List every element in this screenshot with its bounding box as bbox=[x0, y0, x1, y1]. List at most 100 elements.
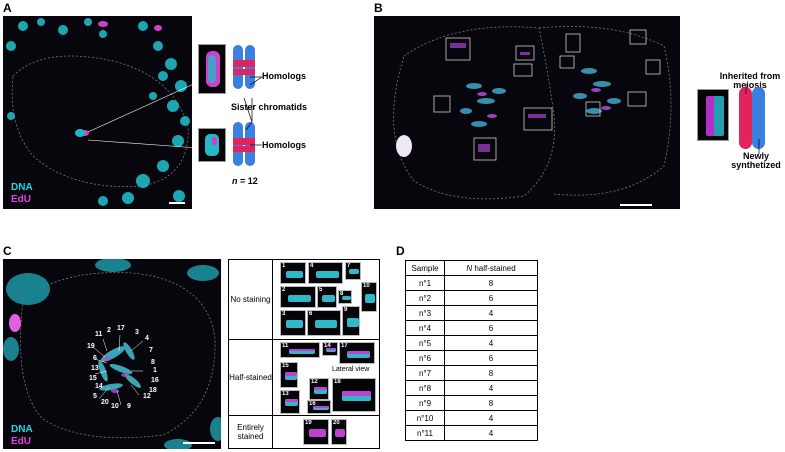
chromosome-number: 10 bbox=[111, 403, 119, 410]
chromosome-shape bbox=[326, 348, 336, 352]
sample-cell: n°7 bbox=[405, 365, 445, 381]
thumb-number: 6 bbox=[309, 311, 313, 317]
sample-cell: n°4 bbox=[405, 320, 445, 336]
thumb-number: 19 bbox=[305, 420, 312, 426]
panel-b-chromosomes-graphic bbox=[393, 26, 672, 200]
inherited-label: Inherited from meiosis bbox=[719, 71, 781, 91]
panel-c-cell-graphic bbox=[3, 259, 221, 449]
chromosome-number: 19 bbox=[87, 343, 95, 350]
header-n-symbol: N bbox=[466, 263, 473, 273]
n-half-stained-cell: 6 bbox=[444, 290, 538, 306]
thumb-number: 4 bbox=[310, 263, 314, 269]
chromosome-shape bbox=[285, 372, 297, 380]
sample-cell: n°5 bbox=[405, 335, 445, 351]
edu-stain-shape bbox=[313, 406, 329, 408]
chromosome-thumb: 7 bbox=[345, 262, 361, 280]
chromosome-shape bbox=[309, 429, 326, 437]
chromosome-thumb: 14 bbox=[322, 342, 338, 356]
sample-cell: n°1 bbox=[405, 275, 445, 291]
chromosome-number: 4 bbox=[145, 335, 149, 342]
scale-bar-a bbox=[169, 202, 185, 204]
chromosome-number: 17 bbox=[117, 325, 125, 332]
sample-cell: n°2 bbox=[405, 290, 445, 306]
homologs-label-bottom: Homologs bbox=[262, 140, 306, 150]
chromosome-thumb: 20 bbox=[331, 419, 347, 445]
chromosome-number: 12 bbox=[143, 393, 151, 400]
inset-a-top bbox=[198, 44, 226, 94]
edu-label-c: EdU bbox=[11, 436, 31, 447]
chromosome-shape bbox=[289, 349, 315, 354]
chromosome-number: 8 bbox=[151, 359, 155, 366]
panel-letter-d: D bbox=[396, 244, 405, 258]
panel-a-cells-graphic bbox=[6, 18, 190, 206]
panel-a-inset-lines bbox=[87, 81, 199, 149]
chromosome-shape bbox=[342, 296, 351, 300]
chromosome-thumb: 8 bbox=[338, 290, 352, 304]
chromosome-shape bbox=[314, 387, 327, 394]
edu-stain-shape bbox=[314, 387, 327, 390]
edu-stain-shape bbox=[285, 399, 298, 402]
diagram-top bbox=[233, 45, 255, 89]
chromosome-thumb: 18 bbox=[332, 378, 376, 412]
thumb-number: 8 bbox=[340, 291, 344, 297]
chromosome-number: 18 bbox=[149, 387, 157, 394]
scale-bar-c bbox=[183, 442, 215, 444]
chromosome-number: 13 bbox=[91, 365, 99, 372]
n-half-stained-cell: 4 bbox=[444, 335, 538, 351]
edu-stain-shape bbox=[326, 348, 336, 350]
n-half-stained-cell: 4 bbox=[444, 305, 538, 321]
chromosome-shape bbox=[335, 429, 345, 437]
chromosome-number: 9 bbox=[127, 403, 131, 410]
table-header-row: Sample N half-stained bbox=[405, 260, 538, 276]
thumb-number: 7 bbox=[347, 263, 351, 269]
lateral-view-label: Lateral view bbox=[332, 366, 370, 373]
sample-cell: n°6 bbox=[405, 350, 445, 366]
n-half-stained-cell: 8 bbox=[444, 395, 538, 411]
chromosome-thumb: 10 bbox=[361, 282, 377, 312]
chromosome-thumb: 17 bbox=[339, 342, 375, 364]
header-n-rest: half-stained bbox=[472, 263, 516, 273]
chromosome-shape bbox=[315, 320, 337, 328]
thumb-number: 20 bbox=[333, 420, 340, 426]
n-half-stained-cell: 8 bbox=[444, 275, 538, 291]
n-half-stained-cell: 4 bbox=[444, 410, 538, 426]
chromosome-diagram-b bbox=[739, 84, 765, 154]
chromosome-shape bbox=[347, 351, 370, 358]
chromosome-thumb: 11 bbox=[280, 342, 320, 358]
chromosome-shape bbox=[286, 320, 303, 328]
chromosome-thumb: 6 bbox=[307, 310, 341, 336]
n-count-label: n = 12 bbox=[232, 176, 258, 186]
panel-b-micrograph bbox=[374, 16, 680, 209]
chromosome-number: 11 bbox=[95, 331, 103, 338]
thumb-number: 9 bbox=[344, 307, 348, 313]
dna-label-c: DNA bbox=[11, 424, 33, 435]
header-sample: Sample bbox=[405, 260, 445, 276]
thumb-number: 5 bbox=[319, 287, 323, 293]
thumb-number: 3 bbox=[282, 311, 286, 317]
sample-cell: n°9 bbox=[405, 395, 445, 411]
chromosome-thumb: 4 bbox=[308, 262, 343, 284]
chromosome-shape bbox=[347, 318, 359, 327]
edu-stain-shape bbox=[347, 351, 370, 354]
panel-letter-c: C bbox=[3, 244, 12, 258]
chromosome-shape bbox=[285, 399, 298, 406]
chromosome-thumb: 1 bbox=[280, 262, 306, 284]
thumb-number: 2 bbox=[282, 287, 286, 293]
homologs-label-top: Homologs bbox=[262, 71, 306, 81]
chromosome-shape bbox=[316, 271, 339, 278]
gallery-label-half-stained: Half-stained bbox=[229, 340, 273, 415]
thumb-number: 13 bbox=[282, 391, 289, 397]
chromosome-number: 15 bbox=[89, 375, 97, 382]
gallery-label-no-staining: No staining bbox=[229, 260, 273, 339]
chromosome-shape bbox=[286, 271, 303, 278]
